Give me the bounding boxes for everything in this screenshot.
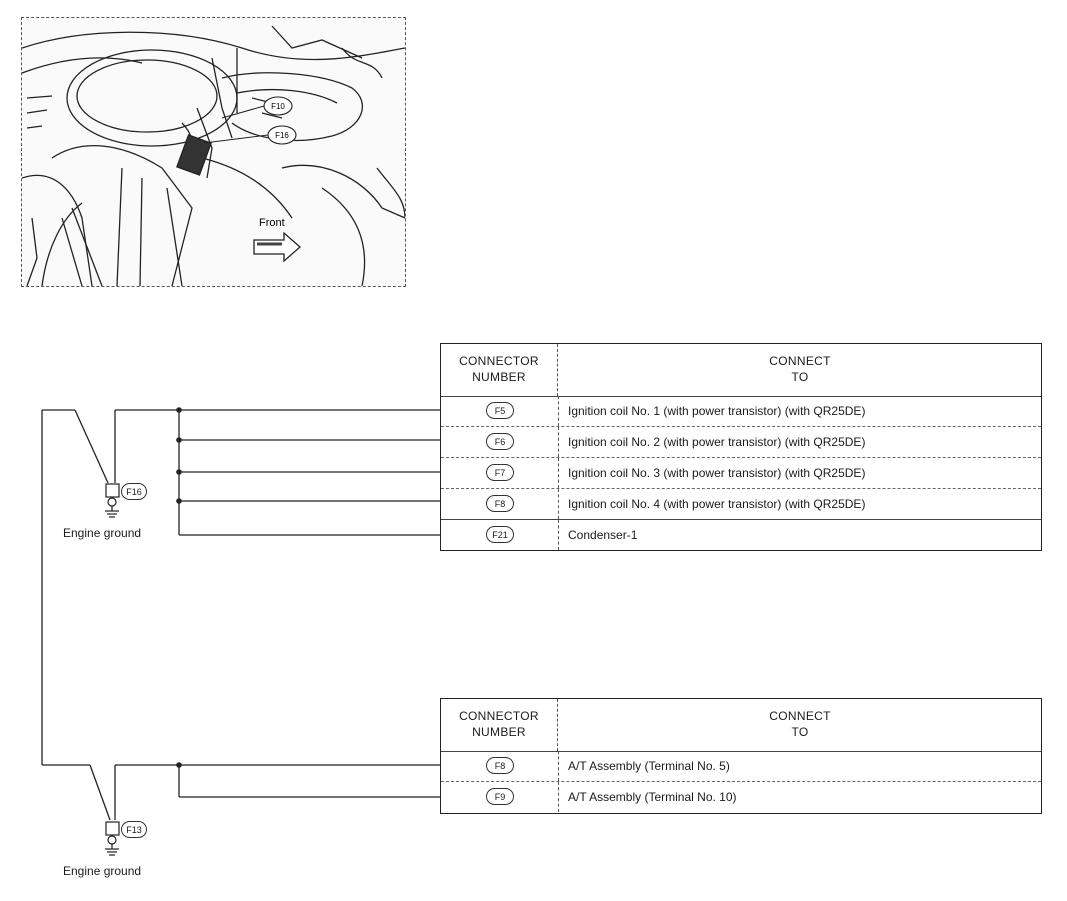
front-arrow-icon [253, 231, 301, 263]
table-row: F8 Ignition coil No. 4 (with power trans… [441, 489, 1041, 520]
pin-cell: F8 [441, 489, 559, 519]
connector-number-header: CONNECTOR NUMBER [441, 699, 558, 751]
engine-bay-illustration: F10 F16 Front [21, 17, 406, 287]
callout-bottom-label: F16 [275, 131, 289, 140]
connector-table-ignition: CONNECTOR NUMBER CONNECT TO F5 Ignition … [440, 343, 1042, 551]
pin-cell: F9 [441, 782, 559, 812]
connector-table-at: CONNECTOR NUMBER CONNECT TO F8 A/T Assem… [440, 698, 1042, 814]
junction-dot [176, 762, 182, 768]
header-text: CONNECTOR NUMBER [459, 709, 539, 739]
engine-ground-label: Engine ground [63, 526, 142, 540]
table-row: F21 Condenser-1 [441, 520, 1041, 550]
connector-badge: F6 [486, 433, 514, 450]
junction-dot [176, 469, 182, 475]
ground-symbol-icon [105, 821, 120, 856]
connector-badge: F9 [486, 788, 514, 805]
connect-to-text: Ignition coil No. 1 (with power transist… [568, 404, 866, 418]
connect-to-text: Ignition coil No. 4 (with power transist… [568, 497, 866, 511]
ground-connector-badge: F13 [121, 821, 147, 838]
table-row: F5 Ignition coil No. 1 (with power trans… [441, 396, 1041, 427]
header-text: CONNECT TO [769, 709, 831, 739]
connect-to-header: CONNECT TO [559, 699, 1041, 751]
header-text: CONNECT TO [769, 354, 831, 384]
connector-badge: F7 [486, 464, 514, 481]
callout-top-label: F10 [271, 102, 285, 111]
ground-connector-badge: F16 [121, 483, 147, 500]
connector-badge: F8 [486, 495, 514, 512]
pin-cell: F6 [441, 427, 559, 457]
table-header: CONNECTOR NUMBER CONNECT TO [441, 344, 1041, 397]
pin-cell: F8 [441, 751, 559, 781]
pin-cell: F21 [441, 520, 559, 550]
junction-dot [176, 407, 182, 413]
connect-to-header: CONNECT TO [559, 344, 1041, 396]
engine-bay-drawing: F10 F16 Front [22, 25, 405, 286]
header-text: CONNECTOR NUMBER [459, 354, 539, 384]
front-label: Front [259, 217, 285, 229]
connect-to-text: A/T Assembly (Terminal No. 10) [568, 790, 737, 804]
junction-dot [176, 498, 182, 504]
table-row: F8 A/T Assembly (Terminal No. 5) [441, 751, 1041, 782]
connect-to-text: A/T Assembly (Terminal No. 5) [568, 759, 730, 773]
pin-cell: F7 [441, 458, 559, 488]
table-row: F9 A/T Assembly (Terminal No. 10) [441, 782, 1041, 812]
connector-badge: F5 [486, 402, 514, 419]
table-header: CONNECTOR NUMBER CONNECT TO [441, 699, 1041, 752]
connect-to-text: Ignition coil No. 2 (with power transist… [568, 435, 866, 449]
table-row: F6 Ignition coil No. 2 (with power trans… [441, 427, 1041, 458]
connector-badge: F21 [486, 526, 514, 543]
connect-to-text: Ignition coil No. 3 (with power transist… [568, 466, 866, 480]
pin-cell: F5 [441, 396, 559, 426]
connect-to-text: Condenser-1 [568, 528, 638, 542]
ground-symbol-icon [105, 483, 120, 518]
junction-dot [176, 437, 182, 443]
connector-number-header: CONNECTOR NUMBER [441, 344, 558, 396]
table-row: F7 Ignition coil No. 3 (with power trans… [441, 458, 1041, 489]
connector-badge: F8 [486, 757, 514, 774]
engine-ground-label: Engine ground [63, 864, 142, 878]
